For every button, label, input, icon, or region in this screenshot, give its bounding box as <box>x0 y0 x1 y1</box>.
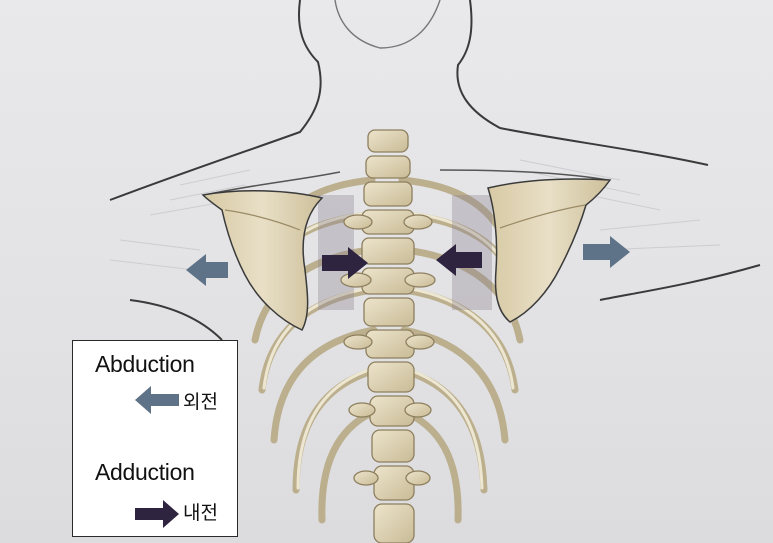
adduction-arrow-left-icon <box>322 247 368 279</box>
abduction-korean-label: 외전 <box>183 391 218 413</box>
abduction-label: Abduction <box>95 351 195 377</box>
abduction-arrow-right-icon <box>583 236 630 268</box>
scapula-left <box>201 190 324 331</box>
scapula-right <box>487 178 612 323</box>
abduction-left-arrow-icon <box>135 386 179 414</box>
adduction-label: Adduction <box>95 459 195 485</box>
vertebral-column <box>340 129 436 543</box>
legend-box: Abduction 외전 Adduction 내전 <box>72 340 238 537</box>
adduction-right-arrow-icon <box>135 500 179 528</box>
adduction-arrow-right-icon <box>436 244 482 276</box>
abduction-arrow-left-icon <box>186 254 228 286</box>
body-outline <box>109 0 761 341</box>
adduction-korean-label: 내전 <box>183 502 218 524</box>
